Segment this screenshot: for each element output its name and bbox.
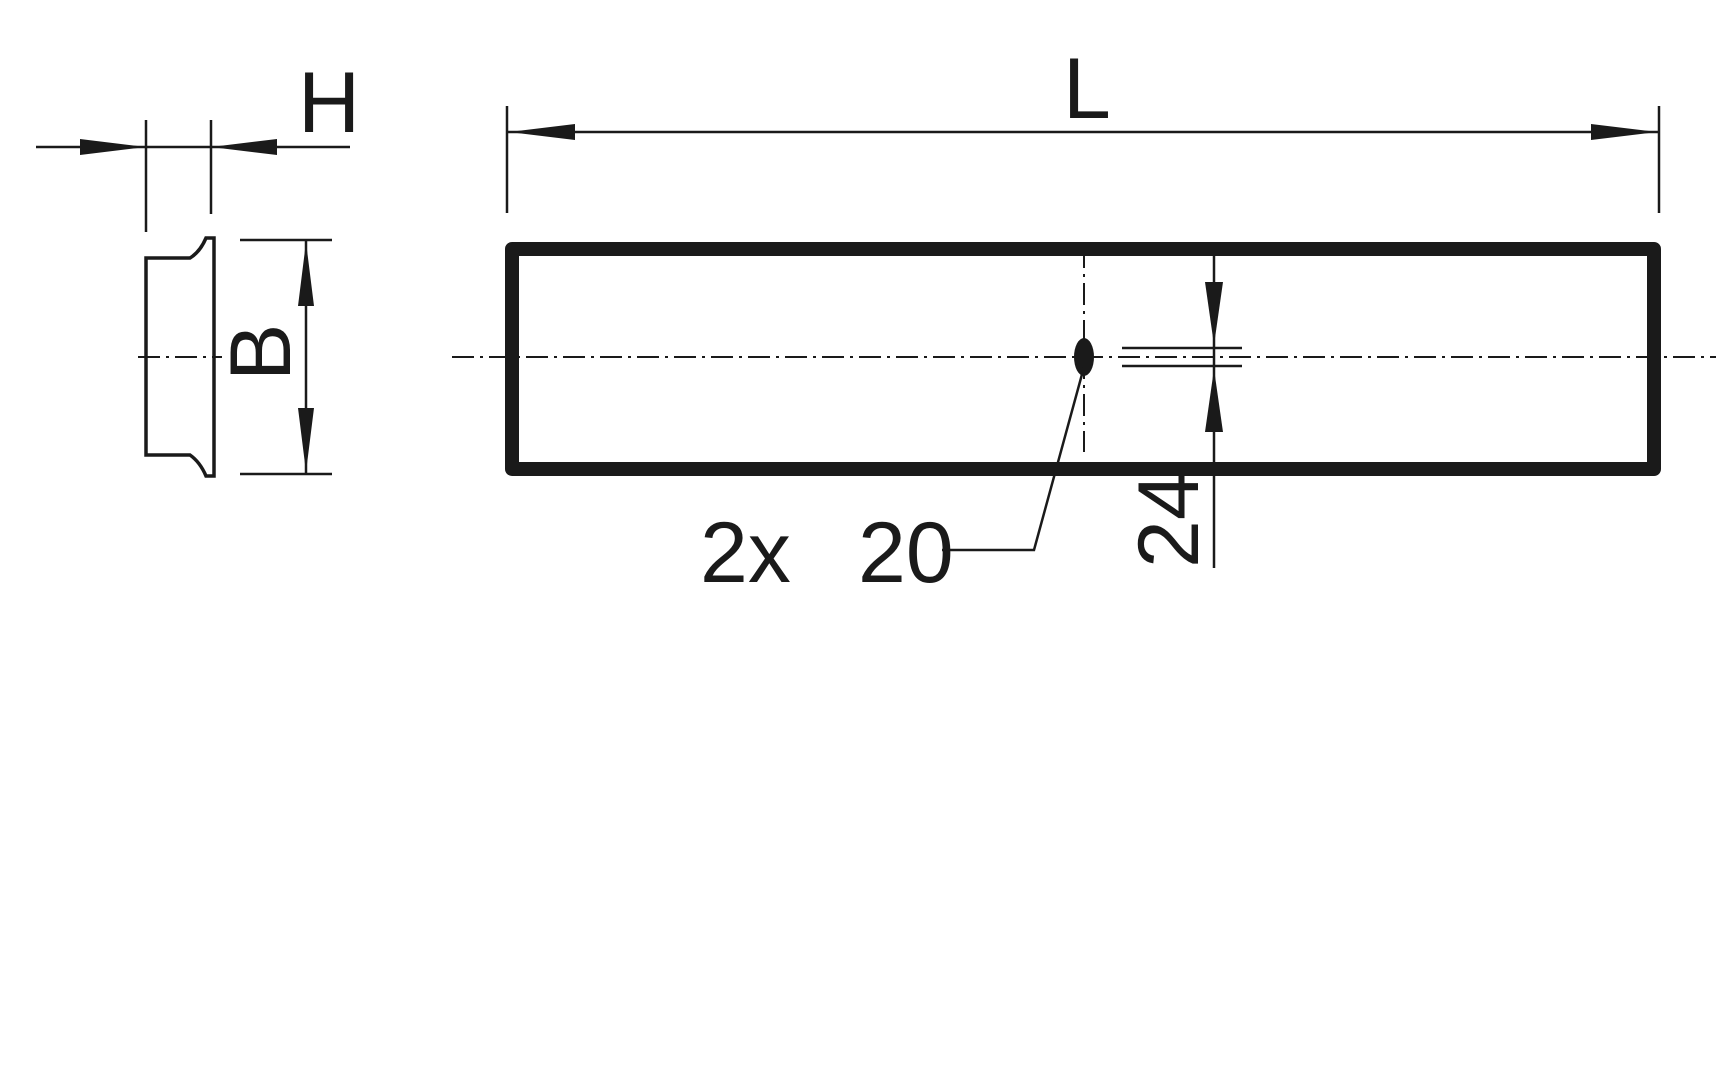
l-arrow-right — [1591, 124, 1657, 140]
hole-leader-line — [942, 366, 1086, 552]
b-label: B — [213, 324, 309, 381]
l-label: L — [1063, 41, 1111, 137]
profile-outline — [144, 236, 216, 478]
top-view: L 24 2x 20 — [452, 41, 1716, 601]
h-arrow-right — [211, 139, 277, 155]
hole-diameter-label: 20 — [858, 505, 954, 601]
side-view: H B — [36, 55, 360, 478]
quantity-label: 2x — [700, 505, 791, 601]
h-label: H — [298, 55, 360, 151]
b-arrow-top — [298, 242, 314, 306]
l-arrow-left — [509, 124, 575, 140]
spacing-arrow-top — [1205, 282, 1223, 345]
h-arrow-left — [80, 139, 146, 155]
spacing-label: 24 — [1121, 472, 1217, 568]
spacing-arrow-bottom — [1205, 369, 1223, 432]
mounting-hole — [1074, 338, 1094, 376]
b-arrow-bottom — [298, 408, 314, 472]
